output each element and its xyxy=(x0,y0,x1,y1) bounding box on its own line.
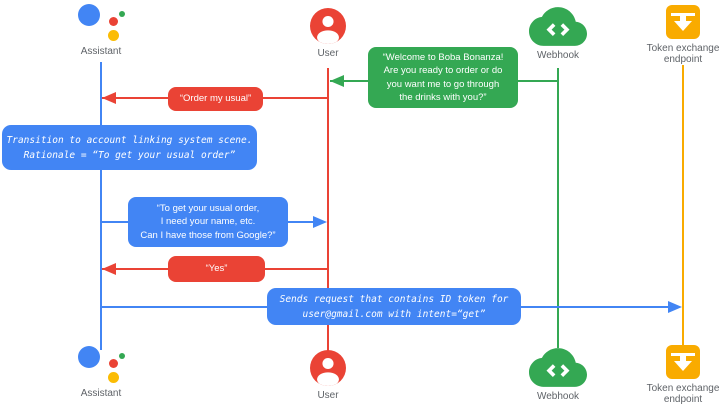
welcome-arrowhead-icon xyxy=(330,75,344,87)
token-endpoint-lifeline xyxy=(682,65,684,345)
actor-token-endpoint-bottom: Token exchange endpoint xyxy=(643,344,723,405)
user-avatar-icon xyxy=(310,8,346,44)
actor-label-assistant: Assistant xyxy=(80,46,122,57)
message-ask-permission-bubble: “To get your usual order, I need your na… xyxy=(128,197,288,247)
actor-token-endpoint-top: Token exchange endpoint xyxy=(643,4,723,65)
webhook-cloud-code-icon xyxy=(529,348,587,387)
actor-label-user: User xyxy=(317,48,339,59)
actor-assistant-top: Assistant xyxy=(61,4,141,57)
actor-webhook-top: Webhook xyxy=(518,4,598,61)
google-assistant-logo-icon xyxy=(77,4,125,42)
transition-note-box: Transition to account linking system sce… xyxy=(2,125,257,170)
webhook-lifeline xyxy=(557,68,559,348)
message-order-usual-bubble: “Order my usual” xyxy=(168,87,263,111)
user-lifeline xyxy=(327,68,329,352)
actor-assistant-bottom: Assistant xyxy=(61,346,141,399)
token-exchange-download-icon xyxy=(666,5,700,39)
actor-label-user: User xyxy=(317,390,339,401)
actor-label-webhook: Webhook xyxy=(536,391,580,402)
message-welcome-bubble: “Welcome to Boba Bonanza! Are you ready … xyxy=(368,47,518,108)
actor-label-webhook: Webhook xyxy=(536,50,580,61)
user-avatar-icon xyxy=(310,350,346,386)
actor-user-bottom: User xyxy=(288,346,368,401)
yes-arrowhead-icon xyxy=(102,263,116,275)
actor-label-assistant: Assistant xyxy=(80,388,122,399)
actor-label-token-endpoint: Token exchange endpoint xyxy=(646,383,720,405)
actor-label-token-endpoint: Token exchange endpoint xyxy=(646,43,720,65)
google-assistant-logo-icon xyxy=(77,346,125,384)
order-arrowhead-icon xyxy=(102,92,116,104)
token-exchange-download-icon xyxy=(666,345,700,379)
sends-request-arrowhead-icon xyxy=(668,301,682,313)
actor-webhook-bottom: Webhook xyxy=(518,345,598,402)
message-yes-bubble: “Yes” xyxy=(168,256,265,282)
actor-user-top: User xyxy=(288,4,368,59)
webhook-cloud-code-icon xyxy=(529,7,587,46)
ask-arrowhead-icon xyxy=(313,216,327,228)
assistant-lifeline xyxy=(100,62,102,350)
sends-request-note-box: Sends request that contains ID token for… xyxy=(267,288,521,325)
